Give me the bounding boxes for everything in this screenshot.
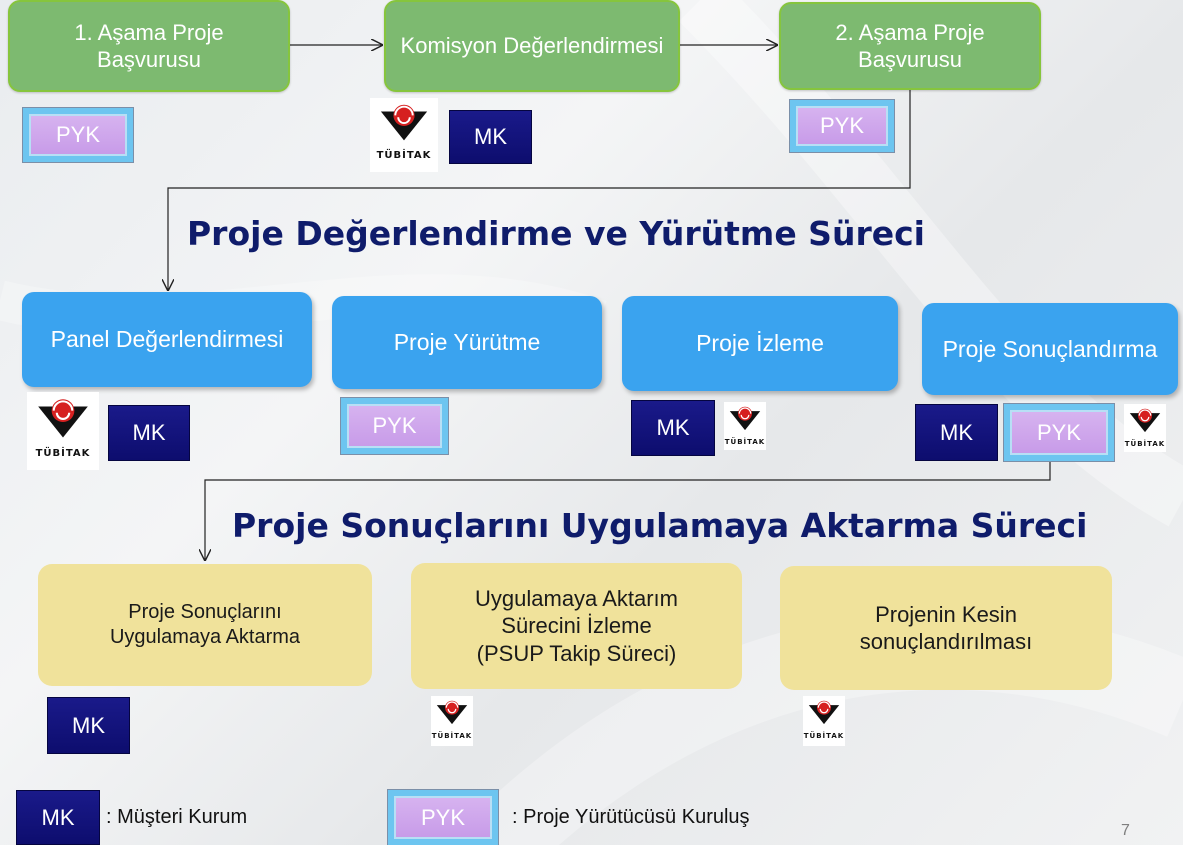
tubitak-icon [808,700,840,725]
yurutme-label: Proje Yürütme [393,329,541,356]
legend-pyk-description: : Proje Yürütücüsü Kuruluş [512,806,750,828]
section1-title: Proje Değerlendirme ve Yürütme Süreci [187,214,925,253]
tubitak-logo-panel: TÜBİTAK [27,392,99,470]
tubitak-logo-izleme: TÜBİTAK [724,402,766,450]
aktarma-label: Proje Sonuçlarını Uygulamaya Aktarma [109,601,301,648]
tubitak-icon [380,104,428,141]
mk-badge-aktarma: MK [47,697,130,754]
kesin-box: Projenin Kesin sonuçlandırılması [780,566,1112,690]
sonuclandirma-label: Proje Sonuçlandırma [942,335,1158,362]
step3-label: 2. Aşama Proje Başvurusu [835,19,985,73]
pyk-badge-step3: PYK [789,99,895,153]
step1-label: 1. Aşama Proje Başvurusu [74,19,224,73]
page-number: 7 [1121,822,1130,839]
psup-line1: Uygulamaya Aktarım [475,585,678,611]
step3-box: 2. Aşama Proje Başvurusu [779,2,1041,90]
mk-badge-izleme: MK [631,400,715,456]
tubitak-logo-sonuclandirma: TÜBİTAK [1124,404,1166,452]
pyk-badge-sonuclandirma: PYK [1003,403,1115,462]
tubitak-logo-kesin: TÜBİTAK [803,696,845,746]
legend-pyk-badge: PYK [387,789,499,845]
step2-box: Komisyon Değerlendirmesi [384,0,680,92]
mk-badge-sonuclandirma: MK [915,404,998,461]
panel-box: Panel Değerlendirmesi [22,292,312,387]
izleme-box: Proje İzleme [622,296,898,391]
section2-title: Proje Sonuçlarını Uygulamaya Aktarma Sür… [232,506,1088,545]
mk-badge-panel: MK [108,405,190,461]
aktarma-box: Proje Sonuçlarını Uygulamaya Aktarma [38,564,372,686]
psup-izleme-box: Uygulamaya Aktarım Sürecini İzleme (PSUP… [411,563,742,689]
kesin-label: Projenin Kesin sonuçlandırılması [859,601,1033,655]
sonuclandirma-box: Proje Sonuçlandırma [922,303,1178,395]
tubitak-icon [1129,408,1161,433]
panel-label: Panel Değerlendirmesi [50,326,284,353]
tubitak-logo-step2: TÜBİTAK [370,98,438,172]
tubitak-icon [38,399,88,438]
legend-mk-description: : Müşteri Kurum [106,806,248,828]
tubitak-icon [729,406,761,431]
step2-label: Komisyon Değerlendirmesi [400,33,664,59]
tubitak-logo-psup: TÜBİTAK [431,696,473,746]
pyk-badge-yurutme: PYK [340,397,449,455]
pyk-badge-step1: PYK [22,107,134,163]
legend-mk-badge: MK [16,790,100,845]
mk-badge-step2: MK [449,110,532,164]
yurutme-box: Proje Yürütme [332,296,602,389]
step1-box: 1. Aşama Proje Başvurusu [8,0,290,92]
psup-line3: (PSUP Takip Süreci) [476,640,677,666]
tubitak-icon [436,700,468,725]
izleme-label: Proje İzleme [696,330,824,357]
psup-line2: Sürecini İzleme [501,613,652,639]
